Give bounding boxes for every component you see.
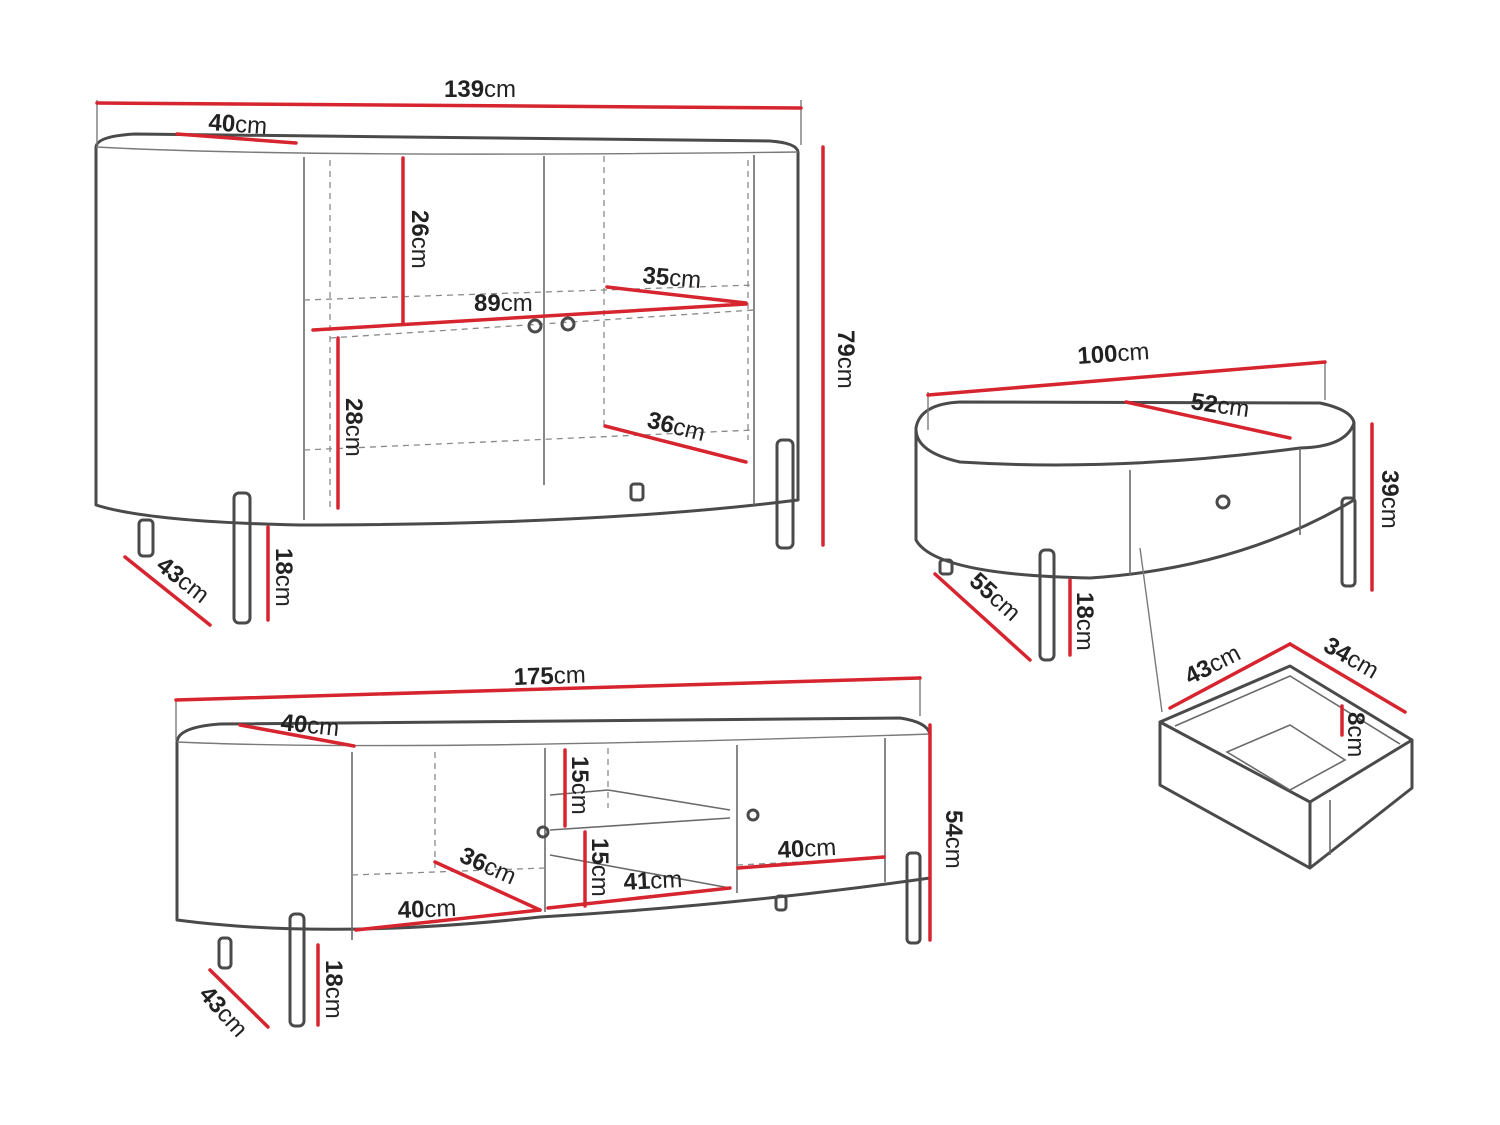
tv-stand-shelf-side bbox=[607, 789, 731, 811]
tv-stand-middle-width-line bbox=[546, 886, 732, 910]
coffee-table: 100cm 52cm 39cm 55cm 18cm bbox=[914, 338, 1403, 713]
sideboard-right-knob bbox=[560, 316, 576, 332]
tv-stand-inner-depth-line bbox=[433, 860, 542, 912]
drawer-width-line bbox=[1168, 642, 1292, 710]
drawer-depth-line bbox=[1288, 642, 1407, 714]
sideboard-upper-depth-line bbox=[605, 285, 748, 305]
sideboard-width-line bbox=[95, 101, 803, 110]
sideboard: 139cm 40cm 79cm 26cm 89cm 35cm 28cm 36cm… bbox=[94, 76, 859, 627]
tv-stand-back-leg bbox=[217, 936, 233, 970]
drawer-inner-rim bbox=[1174, 675, 1401, 745]
tv-stand: 175cm 40cm 54cm 15cm 15cm 36cm 40cm 41cm… bbox=[174, 661, 967, 1043]
sideboard-height-label: 79cm bbox=[832, 330, 859, 389]
coffee-table-height-label: 39cm bbox=[1376, 470, 1403, 529]
sideboard-shelf-back-2 bbox=[303, 429, 755, 451]
tv-stand-middle-leg bbox=[774, 894, 788, 912]
sideboard-leg-height-label: 18cm bbox=[270, 548, 297, 607]
drawer-height-label: 8cm bbox=[1342, 712, 1369, 757]
sideboard-inner-width-line bbox=[311, 302, 748, 332]
coffee-table-front-leg bbox=[1038, 548, 1056, 662]
tv-stand-depth-line bbox=[238, 723, 356, 748]
coffee-table-leg-depth-line bbox=[933, 572, 1032, 662]
sideboard-back-leg bbox=[137, 518, 155, 558]
tv-stand-width-label: 175cm bbox=[513, 661, 586, 690]
tv-stand-body bbox=[175, 716, 932, 931]
sideboard-width-label: 139cm bbox=[444, 76, 516, 103]
drawer-leader-line bbox=[1139, 547, 1163, 713]
sideboard-right-leg bbox=[775, 438, 795, 550]
sideboard-front-leg bbox=[232, 491, 252, 625]
tv-stand-lower-height-label: 15cm bbox=[586, 838, 613, 897]
sideboard-depth-label: 40cm bbox=[208, 109, 268, 140]
sideboard-leg-depth-label: 43cm bbox=[151, 551, 214, 608]
drawer-box bbox=[1158, 664, 1414, 870]
drawer-front-top bbox=[1308, 738, 1414, 804]
sideboard-lower-depth-line bbox=[603, 424, 748, 464]
sideboard-left-knob bbox=[527, 318, 543, 334]
tv-stand-left-knob bbox=[536, 825, 550, 839]
drawer-depth-label: 34cm bbox=[1319, 632, 1383, 685]
tv-stand-leg-depth-label: 43cm bbox=[194, 981, 253, 1043]
tv-stand-depth-label: 40cm bbox=[279, 709, 340, 742]
sideboard-depth-line bbox=[175, 132, 298, 145]
sideboard-shelf-back-1 bbox=[303, 284, 755, 301]
tv-stand-inner-depth-label: 36cm bbox=[456, 842, 521, 891]
tv-stand-top-edge bbox=[176, 733, 931, 747]
coffee-table-leg-height-label: 18cm bbox=[1071, 592, 1098, 651]
tv-stand-height-label: 54cm bbox=[940, 810, 967, 869]
sideboard-leg-depth-line bbox=[123, 555, 212, 627]
coffee-table-width-label: 100cm bbox=[1077, 338, 1151, 370]
tv-stand-upper-height-label: 15cm bbox=[566, 756, 593, 815]
tv-stand-left-width-line bbox=[354, 908, 542, 932]
tv-stand-left-width-label: 40cm bbox=[397, 895, 457, 924]
tv-stand-leg-depth-line bbox=[208, 968, 270, 1029]
tv-stand-bottom-side bbox=[549, 854, 731, 889]
sideboard-upper-depth-label: 35cm bbox=[641, 262, 702, 294]
drawer-inner-floor bbox=[1225, 724, 1347, 791]
coffee-table-right-leg bbox=[1340, 496, 1357, 588]
tv-stand-front-leg bbox=[288, 912, 306, 1028]
coffee-table-top bbox=[914, 400, 1356, 467]
coffee-table-back-leg bbox=[938, 558, 954, 576]
coffee-table-leg-depth-label: 55cm bbox=[964, 567, 1026, 626]
drawer-width-label: 43cm bbox=[1180, 640, 1245, 691]
sideboard-body bbox=[94, 132, 800, 527]
coffee-table-body bbox=[914, 421, 1356, 580]
tv-stand-width-line bbox=[174, 676, 922, 702]
tv-stand-middle-width-label: 41cm bbox=[623, 866, 683, 896]
tv-stand-right-knob bbox=[746, 808, 760, 822]
sideboard-inner-width-label: 89cm bbox=[474, 290, 533, 317]
tv-stand-right-width-label: 40cm bbox=[777, 834, 837, 864]
coffee-table-depth-line bbox=[1124, 400, 1292, 440]
drawer: 43cm 34cm 8cm bbox=[1158, 632, 1414, 870]
coffee-table-knob bbox=[1215, 494, 1231, 510]
sideboard-upper-height-label: 26cm bbox=[406, 210, 433, 269]
tv-stand-right-width-line bbox=[736, 855, 886, 870]
sideboard-top-edge bbox=[95, 146, 799, 155]
tv-stand-shelf-front bbox=[549, 817, 731, 831]
tv-stand-shelf-back-left bbox=[549, 789, 609, 796]
coffee-table-width-line bbox=[926, 360, 1327, 397]
sideboard-lower-depth-label: 36cm bbox=[645, 407, 708, 447]
tv-stand-right-leg bbox=[905, 851, 922, 945]
sideboard-lower-height-label: 28cm bbox=[340, 398, 367, 457]
tv-stand-leg-height-label: 18cm bbox=[320, 960, 347, 1019]
coffee-table-depth-label: 52cm bbox=[1189, 388, 1251, 423]
sideboard-middle-leg bbox=[629, 482, 645, 502]
